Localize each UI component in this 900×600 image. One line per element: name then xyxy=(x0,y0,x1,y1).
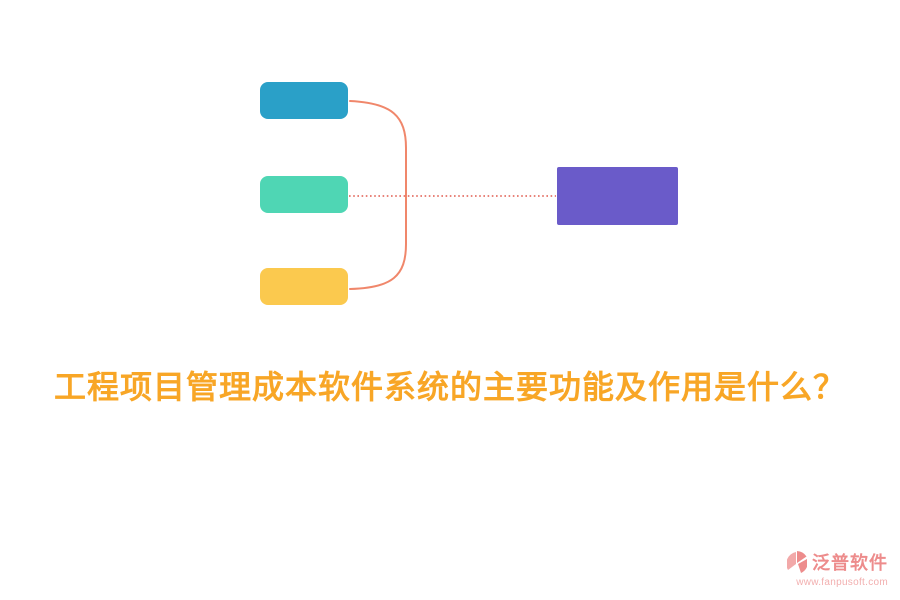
brand-url: www.fanpusoft.com xyxy=(796,577,888,588)
branch-node-middle xyxy=(260,176,348,213)
root-node xyxy=(557,167,678,225)
branch-node-top xyxy=(260,82,348,119)
fanpu-logo-icon xyxy=(787,551,807,573)
branch-node-bottom xyxy=(260,268,348,305)
bracket-connector xyxy=(349,100,407,290)
brand-row: 泛普软件 xyxy=(787,549,888,575)
brand-footer: 泛普软件 www.fanpusoft.com xyxy=(787,549,888,588)
brand-name: 泛普软件 xyxy=(812,553,888,573)
page-title: 工程项目管理成本软件系统的主要功能及作用是什么？ xyxy=(53,369,846,405)
